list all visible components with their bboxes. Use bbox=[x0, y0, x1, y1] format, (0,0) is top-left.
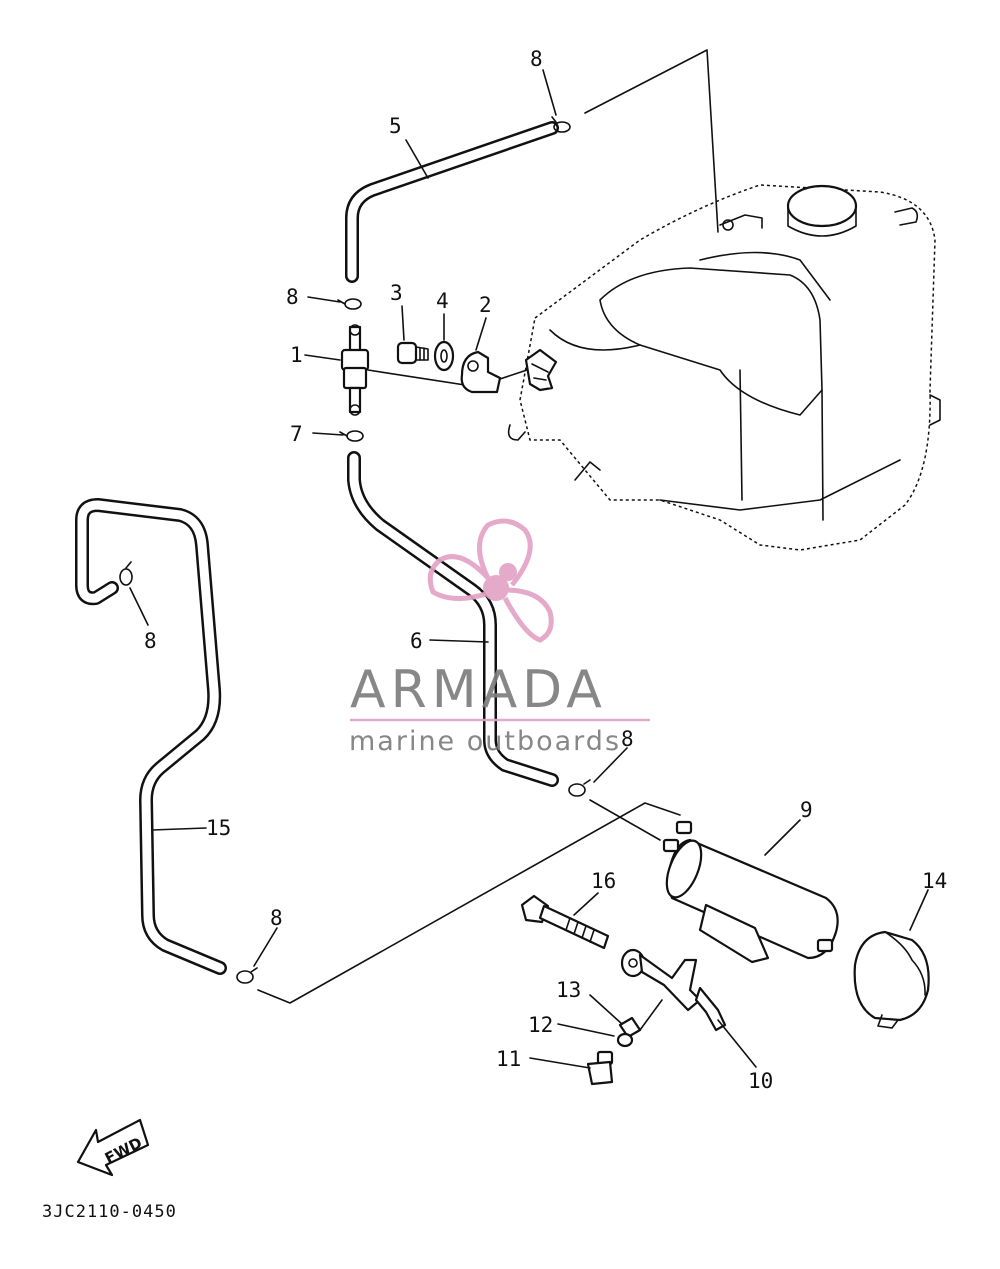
washer-4 bbox=[433, 340, 455, 372]
fuel-tank bbox=[507, 184, 941, 551]
tank-bracket bbox=[524, 348, 558, 392]
part-label-14: 14 bbox=[922, 869, 947, 893]
grommet-3 bbox=[396, 341, 429, 365]
fuel-pump-9 bbox=[662, 820, 839, 964]
fuel-filter-1 bbox=[340, 324, 370, 416]
part-label-2: 2 bbox=[479, 293, 492, 317]
part-label-11: 11 bbox=[496, 1047, 521, 1071]
part-label-6: 6 bbox=[410, 629, 423, 653]
hose-5 bbox=[345, 121, 559, 283]
label-leader bbox=[304, 354, 341, 361]
part-label-7: 7 bbox=[290, 422, 303, 446]
leader-line bbox=[367, 369, 466, 386]
part-label-4: 4 bbox=[436, 289, 449, 313]
bolt-16 bbox=[520, 894, 610, 950]
part-label-16: 16 bbox=[591, 869, 616, 893]
label-leader bbox=[475, 317, 487, 351]
washer-12 bbox=[616, 1032, 634, 1048]
label-leader bbox=[529, 1057, 591, 1069]
label-leader bbox=[557, 1023, 615, 1037]
label-leader bbox=[542, 69, 557, 116]
part-label-13: 13 bbox=[556, 978, 581, 1002]
hose-6 bbox=[347, 451, 559, 787]
label-leader bbox=[401, 305, 405, 341]
label-leader bbox=[593, 747, 628, 783]
label-leader bbox=[312, 432, 344, 436]
label-leader bbox=[717, 1019, 757, 1068]
fwd-arrow: FWD bbox=[76, 1118, 150, 1177]
bolt-11 bbox=[586, 1050, 614, 1086]
part-label-8: 8 bbox=[270, 906, 283, 930]
part-label-15: 15 bbox=[206, 816, 231, 840]
hose-clip bbox=[236, 967, 258, 984]
part-label-12: 12 bbox=[528, 1013, 553, 1037]
leader-line bbox=[496, 369, 528, 381]
label-leader bbox=[151, 827, 207, 831]
label-leader bbox=[764, 819, 801, 856]
diagram-code: 3JC2110-0450 bbox=[42, 1202, 177, 1222]
hose-clip bbox=[568, 779, 591, 797]
label-leader bbox=[573, 892, 599, 916]
label-leader bbox=[307, 296, 341, 303]
leader-line bbox=[589, 799, 661, 841]
part-label-8: 8 bbox=[286, 285, 299, 309]
part-label-3: 3 bbox=[390, 281, 403, 305]
part-label-1: 1 bbox=[290, 343, 303, 367]
label-leader bbox=[909, 889, 929, 931]
watermark-brand: ARMADA bbox=[350, 660, 607, 720]
part-label-8: 8 bbox=[621, 727, 634, 751]
hose-15 bbox=[75, 498, 227, 975]
bracket-10 bbox=[620, 948, 727, 1032]
label-leader bbox=[405, 139, 429, 179]
hose-clip bbox=[337, 298, 362, 310]
leader-line bbox=[257, 802, 681, 1004]
label-leader bbox=[589, 994, 623, 1025]
hose-clip bbox=[551, 116, 571, 133]
hose-clip bbox=[339, 430, 364, 442]
part-label-5: 5 bbox=[389, 114, 402, 138]
part-label-9: 9 bbox=[800, 798, 813, 822]
hose-clip bbox=[119, 561, 133, 586]
armada-watermark: ARMADA marine outboards bbox=[349, 518, 650, 757]
part-label-10: 10 bbox=[748, 1069, 773, 1093]
propeller-logo bbox=[427, 518, 554, 643]
leader-line bbox=[639, 999, 663, 1031]
part-label-8: 8 bbox=[530, 47, 543, 71]
holder-2 bbox=[460, 350, 502, 394]
cap-14 bbox=[853, 930, 930, 1029]
leader-line bbox=[584, 49, 719, 233]
watermark-tagline: marine outboards bbox=[349, 726, 621, 757]
label-leader bbox=[129, 587, 149, 626]
label-leader bbox=[253, 927, 278, 967]
label-leader bbox=[429, 639, 489, 643]
part-label-8: 8 bbox=[144, 629, 157, 653]
